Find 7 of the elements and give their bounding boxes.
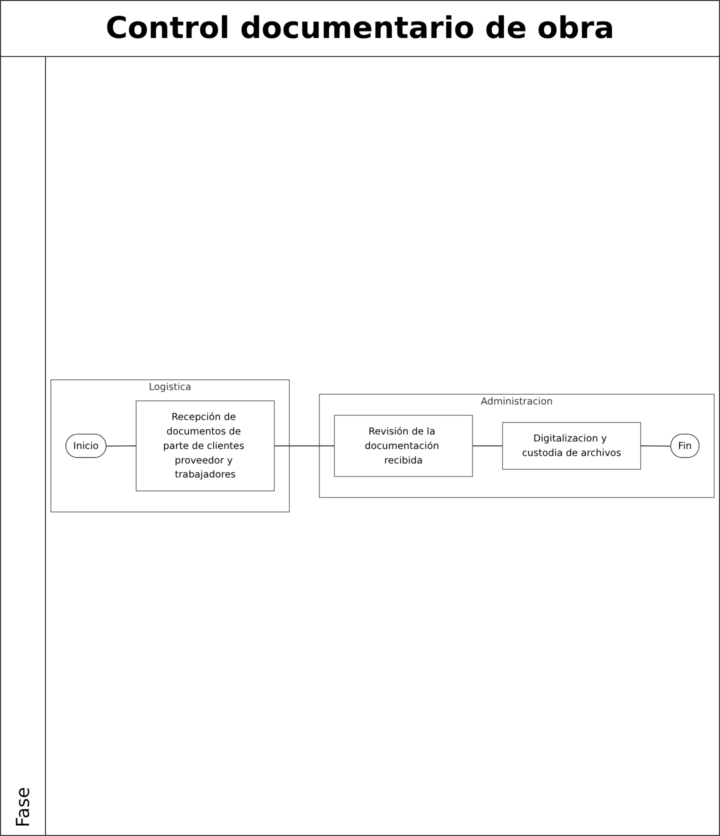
diagram-title: Control documentario de obra [1, 1, 719, 57]
connector [106, 446, 137, 447]
connector [640, 446, 672, 447]
node-box: Recepción de documentos de parte de clientes proveedor y trabajadores [136, 400, 275, 492]
phase-label: Fase [12, 786, 34, 827]
node-box: Revisión de la documentación recibida [334, 415, 473, 477]
node-box: Digitalizacion y custodia de archivos [502, 422, 641, 470]
